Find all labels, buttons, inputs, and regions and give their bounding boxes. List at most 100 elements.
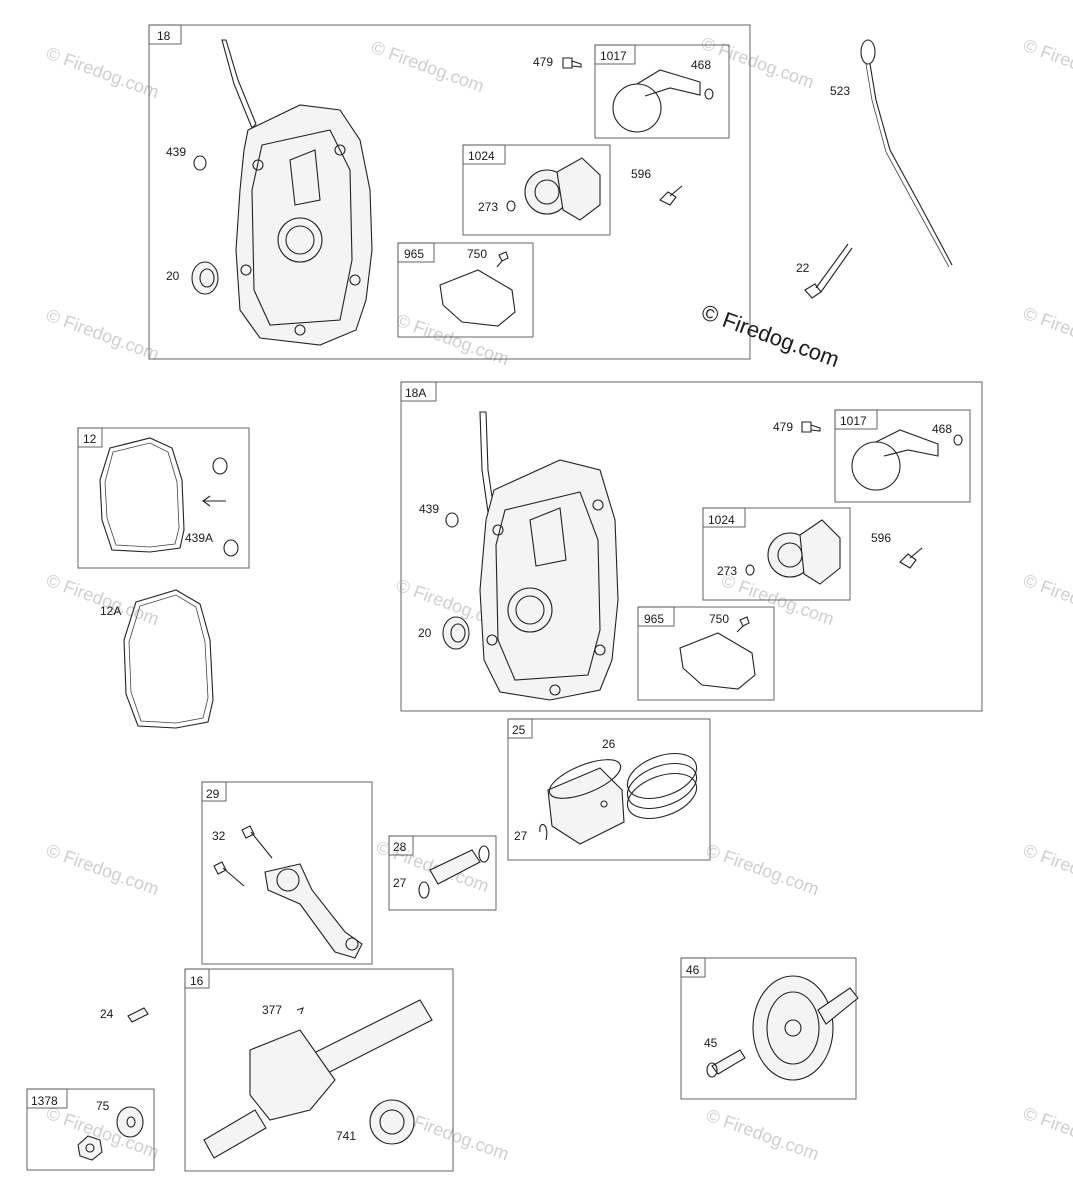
oil-pump-body — [799, 519, 841, 585]
callout-label: 596 — [631, 167, 651, 181]
rod-bolt — [241, 825, 273, 859]
pickup-tube — [875, 429, 939, 457]
cover-detail — [495, 491, 601, 681]
group-29[interactable]: 29 32 — [201, 781, 373, 965]
group-box — [637, 606, 775, 701]
group-box — [507, 718, 711, 861]
group-box — [148, 24, 751, 360]
group-tag: 1024 — [468, 149, 495, 163]
callout-label: 523 — [830, 84, 850, 98]
oil-pump-gear-inner — [534, 179, 560, 205]
camshaft-gear-inner — [766, 991, 820, 1065]
group-box — [397, 242, 534, 338]
connecting-rod-drawing — [264, 863, 363, 959]
group-tag-box — [397, 242, 435, 263]
camshaft-gear — [752, 975, 834, 1081]
watermark: © Firedog.com — [1021, 1103, 1073, 1162]
callout-label: 75 — [96, 1099, 110, 1113]
group-box — [594, 44, 730, 139]
group-18[interactable]: 18 439 20 479 1017 468 10 — [148, 24, 751, 360]
group-tag-box — [77, 427, 103, 448]
watermark: © Firedog.com — [44, 840, 162, 899]
rod-bolt — [213, 861, 245, 887]
callout-label: 24 — [100, 1007, 114, 1021]
group-25[interactable]: 25 26 27 — [507, 718, 711, 861]
group-tag: 1017 — [600, 49, 627, 63]
group-box — [400, 381, 983, 712]
cover-bolt-hole — [252, 159, 264, 171]
washer-bore — [126, 1116, 136, 1128]
snap-ring — [418, 881, 430, 899]
key-part-group[interactable]: 24 — [100, 1007, 149, 1023]
cover-bolt-hole — [594, 644, 606, 656]
group-tag-box — [462, 144, 506, 165]
rod-big-end — [276, 868, 300, 892]
callout-label: 596 — [871, 531, 891, 545]
dipstick-assembly[interactable]: 523 22 — [796, 39, 953, 299]
callout-label: 479 — [533, 55, 553, 69]
crankcase-cover-drawing — [235, 104, 373, 346]
crankshaft-stub — [203, 1109, 267, 1159]
callout-label: 20 — [418, 626, 432, 640]
group-tag-box — [637, 606, 675, 627]
callout-label: 27 — [514, 829, 528, 843]
cover-bearing-bore-inner — [515, 595, 545, 625]
group-28[interactable]: 28 27 — [388, 835, 497, 911]
group-tag-box — [201, 781, 227, 802]
group-tag: 965 — [404, 247, 424, 261]
o-ring-part — [223, 539, 239, 557]
piston-ring — [626, 762, 698, 810]
screw-part — [562, 57, 582, 69]
crankshaft-gear — [369, 1099, 415, 1145]
gasket-12A[interactable]: 12A — [100, 589, 214, 729]
group-tag-box — [680, 957, 706, 978]
pickup-ring — [851, 441, 901, 491]
group-1378[interactable]: 1378 75 — [26, 1088, 155, 1171]
cover-bolt-hole — [549, 684, 561, 696]
callout-label: 377 — [262, 1003, 282, 1017]
pointer-arrow — [202, 495, 226, 507]
bolt-part — [659, 185, 683, 206]
group-box — [184, 968, 454, 1172]
group-tag-box — [507, 718, 533, 739]
snap-ring — [539, 823, 548, 841]
cover-bearing-bore — [277, 217, 323, 263]
cover-detail — [289, 149, 321, 206]
cover-bolt-hole — [294, 324, 306, 336]
dipstick-tube-drawing — [221, 39, 257, 129]
callout-label: 27 — [393, 876, 407, 890]
group-12[interactable]: 12 439A — [77, 427, 250, 569]
cam-follower — [711, 1049, 746, 1075]
callout-label: 750 — [709, 612, 729, 626]
cover-bolt-hole — [349, 274, 361, 286]
gasket-drawing — [123, 589, 214, 729]
spring-clip — [296, 1007, 304, 1015]
group-16[interactable]: 16 377 741 — [184, 968, 454, 1172]
screw-part — [801, 421, 821, 433]
callout-label: 45 — [704, 1036, 718, 1050]
callout-label: 741 — [336, 1129, 356, 1143]
watermark: © Firedog.com — [704, 1105, 822, 1164]
group-tag: 1017 — [840, 414, 867, 428]
screw-part — [496, 251, 509, 268]
group-tag-box — [594, 44, 636, 65]
cover-bolt-hole — [334, 144, 346, 156]
group-tag-box — [702, 507, 746, 528]
watermark: © Firedog.com — [1021, 570, 1073, 629]
oil-seal-inner — [199, 268, 215, 288]
dipstick-handle — [860, 39, 876, 65]
callout-label: 468 — [932, 422, 952, 436]
flange-nut — [77, 1135, 103, 1161]
group-tag: 46 — [686, 963, 700, 977]
washer — [116, 1106, 144, 1138]
o-ring-part — [704, 88, 714, 100]
group-46[interactable]: 46 45 — [680, 957, 859, 1100]
cam-follower-foot — [706, 1062, 718, 1078]
cover-detail — [529, 507, 567, 567]
watermark: © Firedog.com — [704, 840, 822, 899]
watermark: © Firedog.com — [394, 310, 512, 369]
cover-bearing-bore-inner — [285, 225, 315, 255]
camshaft-hub — [784, 1019, 802, 1037]
group-18A[interactable]: 18A 439 20 479 1017 468 1024 273 — [400, 381, 983, 712]
